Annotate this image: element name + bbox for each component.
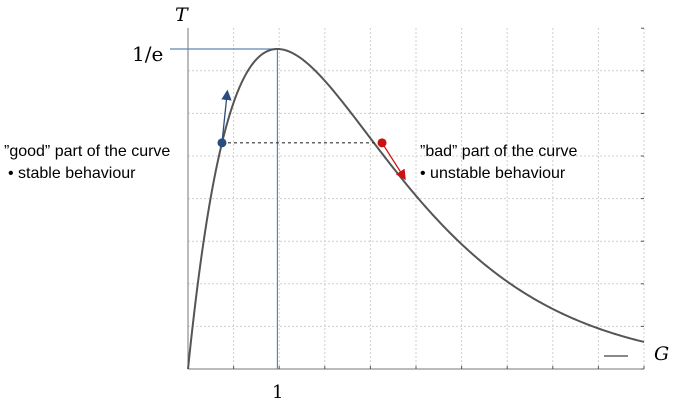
x-tick-label-1: 1 [272,382,284,403]
good-part-label: ”good” part of the curve [4,143,171,160]
curve-group [187,47,645,370]
unstable-arrow [381,142,406,181]
good-point [217,138,227,148]
guide-lines [170,48,279,369]
y-tick-label-1-over-e: 1/e [132,42,164,66]
bad-part-bullet: • unstable behaviour [420,165,566,182]
bad-part-label: ”bad” part of the curve [420,143,578,160]
y-axis-label: T [175,4,188,26]
curve-line [187,47,645,370]
ticks [187,27,645,370]
bad-point [377,138,387,148]
stable-arrow [221,89,232,143]
marks [217,89,406,181]
grid [188,28,645,369]
x-axis-label: G [654,343,670,365]
good-part-bullet: • stable behaviour [8,165,136,182]
